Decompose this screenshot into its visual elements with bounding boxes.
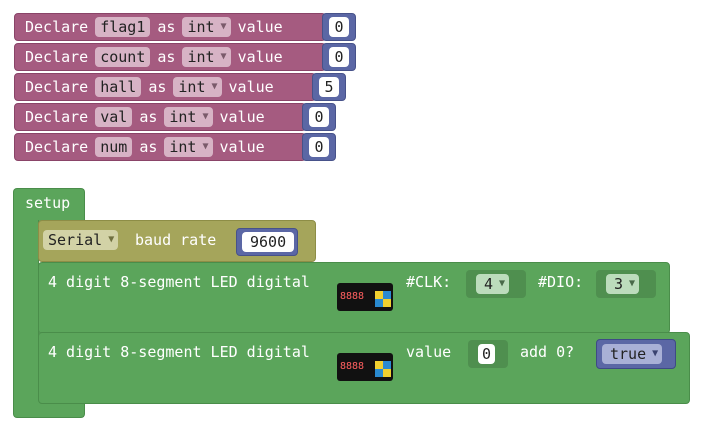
as-keyword: as — [139, 138, 158, 156]
as-keyword: as — [157, 48, 176, 66]
chevron-down-icon: ▼ — [652, 348, 659, 359]
chevron-down-icon: ▼ — [202, 141, 209, 152]
number-field[interactable]: 0 — [309, 137, 329, 157]
chevron-down-icon: ▼ — [499, 278, 506, 289]
led-digits-graphic: 8888 — [340, 291, 365, 302]
serial-port-dropdown[interactable]: Serial ▼ — [43, 230, 119, 250]
chevron-down-icon: ▼ — [211, 81, 218, 92]
baud-rate-field[interactable]: 9600 — [242, 232, 295, 252]
chevron-down-icon: ▼ — [220, 51, 227, 62]
module-chip — [375, 361, 383, 369]
type-dropdown[interactable]: int ▼ — [173, 77, 222, 97]
value-keyword: value — [219, 138, 265, 156]
module-chip — [383, 369, 391, 377]
as-keyword: as — [148, 78, 167, 96]
number-block[interactable]: 0 — [302, 133, 336, 161]
type-dropdown[interactable]: int ▼ — [182, 47, 231, 67]
chevron-down-icon: ▼ — [108, 234, 115, 245]
clk-value: 4 — [484, 275, 494, 293]
setup-block-spine — [13, 220, 39, 405]
setup-block-header[interactable] — [13, 188, 85, 226]
module-chip — [375, 369, 383, 377]
led-module-icon: 8888 — [337, 353, 393, 381]
baud-rate-label: baud rate — [135, 231, 217, 249]
dio-value: 3 — [614, 275, 624, 293]
variable-name-field[interactable]: count — [95, 47, 151, 67]
type-dropdown[interactable]: int ▼ — [182, 17, 231, 37]
type-value: int — [187, 48, 215, 66]
led-init-label: 4 digit 8-segment LED digital — [48, 273, 310, 291]
value-keyword: value — [228, 78, 274, 96]
declare-block-num[interactable]: Declare num as int ▼ value — [14, 133, 306, 161]
add-zero-value: true — [610, 345, 647, 363]
module-chip — [375, 291, 383, 299]
setup-label: setup — [25, 194, 71, 212]
module-chip — [383, 299, 391, 307]
declare-block-hall[interactable]: Declare hall as int ▼ value — [14, 73, 316, 101]
led-module-icon: 8888 — [337, 283, 393, 311]
serial-port-value: Serial — [48, 231, 103, 249]
value-label: value — [406, 343, 452, 361]
module-chip — [375, 299, 383, 307]
variable-name-field[interactable]: flag1 — [95, 17, 151, 37]
number-field[interactable]: 0 — [309, 107, 329, 127]
type-value: int — [169, 108, 197, 126]
module-chip — [383, 361, 391, 369]
value-keyword: value — [219, 108, 265, 126]
variable-name-field[interactable]: val — [95, 107, 133, 127]
number-block[interactable]: 0 — [322, 43, 356, 71]
dio-label: #DIO: — [538, 273, 584, 291]
declare-keyword: Declare — [25, 78, 89, 96]
clk-dropdown[interactable]: 4▼ — [476, 274, 510, 294]
declare-block-count[interactable]: Declare count as int ▼ value — [14, 43, 326, 71]
chevron-down-icon: ▼ — [202, 111, 209, 122]
declare-keyword: Declare — [25, 48, 89, 66]
value-keyword: value — [237, 48, 283, 66]
variable-name-field[interactable]: num — [95, 137, 133, 157]
declare-block-val[interactable]: Declare val as int ▼ value — [14, 103, 306, 131]
add-zero-label: add 0? — [520, 343, 575, 361]
declare-keyword: Declare — [25, 138, 89, 156]
declare-keyword: Declare — [25, 18, 89, 36]
number-field[interactable]: 0 — [329, 47, 349, 67]
type-dropdown[interactable]: int ▼ — [164, 107, 213, 127]
value-keyword: value — [237, 18, 283, 36]
chevron-down-icon: ▼ — [629, 278, 636, 289]
led-display-label: 4 digit 8-segment LED digital — [48, 343, 310, 361]
variable-name-field[interactable]: hall — [95, 77, 142, 97]
chevron-down-icon: ▼ — [220, 21, 227, 32]
dio-dropdown[interactable]: 3▼ — [606, 274, 640, 294]
number-block[interactable]: 5 — [312, 73, 346, 101]
type-dropdown[interactable]: int ▼ — [164, 137, 213, 157]
type-value: int — [169, 138, 197, 156]
led-digits-graphic: 8888 — [340, 361, 365, 372]
number-block[interactable]: 0 — [322, 13, 356, 41]
declare-block-flag1[interactable]: Declare flag1 as int ▼ value — [14, 13, 326, 41]
add-zero-dropdown[interactable]: true ▼ — [602, 344, 663, 364]
number-field[interactable]: 5 — [319, 77, 339, 97]
clk-label: #CLK: — [406, 273, 452, 291]
as-keyword: as — [139, 108, 158, 126]
module-chip — [383, 291, 391, 299]
as-keyword: as — [157, 18, 176, 36]
type-value: int — [187, 18, 215, 36]
type-value: int — [178, 78, 206, 96]
number-block[interactable]: 0 — [302, 103, 336, 131]
declare-keyword: Declare — [25, 108, 89, 126]
display-value-field[interactable]: 0 — [478, 344, 496, 364]
number-field[interactable]: 0 — [329, 17, 349, 37]
